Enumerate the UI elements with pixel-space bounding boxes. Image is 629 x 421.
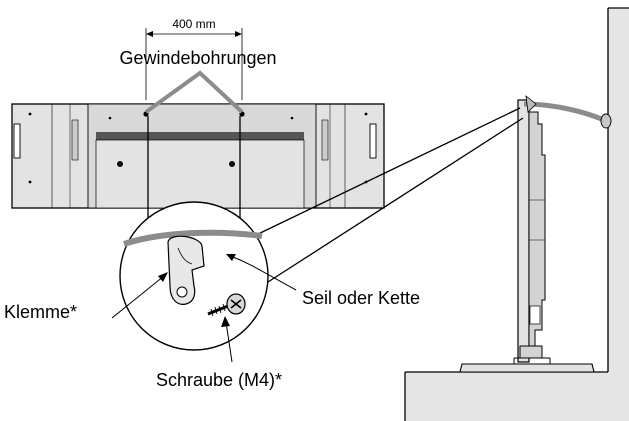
tv-side-view: [459, 99, 595, 373]
clamp-icon: [167, 235, 205, 305]
rope-or-chain-label: Seil oder Kette: [302, 288, 420, 308]
threaded-holes-label: Gewindebohrungen: [119, 48, 276, 68]
screw-label: Schraube (M4)*: [156, 370, 282, 390]
callout-screw-pointer: [221, 316, 233, 363]
zoom-guide-lines: [253, 107, 524, 283]
rope-side: [523, 95, 612, 129]
dimension-marker: [145, 28, 243, 100]
detail-connector-lines: [147, 116, 241, 222]
screw-icon: [207, 293, 246, 317]
dimension-label: 400 mm: [172, 17, 215, 31]
wall: [607, 7, 629, 421]
detail-circle: [119, 201, 269, 351]
tv-rear-panel: [11, 103, 385, 209]
callout-clamp-pointer: [111, 272, 168, 319]
callout-rope-pointer: [226, 254, 297, 291]
floor-block: [404, 371, 629, 421]
clamp-label: Klemme*: [4, 302, 77, 322]
threaded-holes-pointer: [144, 70, 244, 114]
